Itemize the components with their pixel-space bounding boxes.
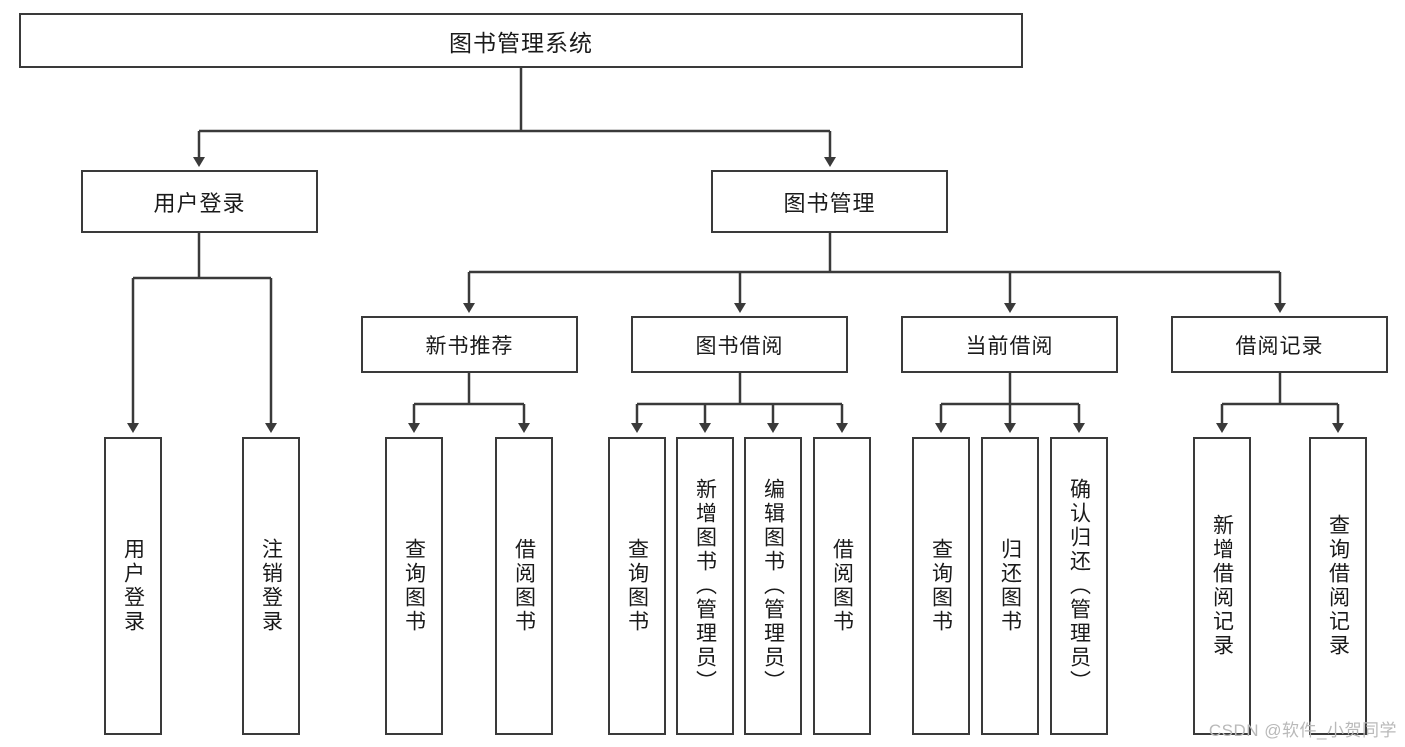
leaf-label: 借阅图书	[512, 538, 536, 634]
node-book-management-label: 图书管理	[783, 190, 876, 216]
watermark: CSDN @软件_小贺同学	[1208, 721, 1397, 740]
leaf-label: 确认归还（管理员）	[1067, 478, 1091, 694]
node-root[interactable]: 图书管理系统	[19, 13, 1023, 68]
node-new-book-recommend[interactable]: 新书推荐	[361, 316, 578, 373]
node-book-management[interactable]: 图书管理	[711, 170, 948, 233]
node-new-book-recommend-label: 新书推荐	[425, 334, 514, 358]
leaf-label: 查询借阅记录	[1326, 514, 1350, 658]
leaf-current-borrow-query[interactable]: 查询图书	[912, 437, 970, 735]
leaf-label: 新增借阅记录	[1210, 514, 1234, 658]
leaf-book-borrow-query[interactable]: 查询图书	[608, 437, 666, 735]
leaf-label: 新增图书（管理员）	[693, 478, 717, 694]
leaf-label: 用户登录	[121, 538, 145, 634]
leaf-book-borrow-add[interactable]: 新增图书（管理员）	[676, 437, 734, 735]
node-root-label: 图书管理系统	[449, 29, 593, 56]
node-borrow-record[interactable]: 借阅记录	[1171, 316, 1388, 373]
leaf-label: 编辑图书（管理员）	[761, 478, 785, 694]
leaf-book-borrow-edit[interactable]: 编辑图书（管理员）	[744, 437, 802, 735]
leaf-label: 查询图书	[625, 538, 649, 634]
node-current-borrow-label: 当前借阅	[965, 334, 1054, 358]
leaf-label: 注销登录	[259, 538, 283, 634]
leaf-book-borrow-borrow[interactable]: 借阅图书	[813, 437, 871, 735]
leaf-label: 借阅图书	[830, 538, 854, 634]
leaf-current-borrow-return[interactable]: 归还图书	[981, 437, 1039, 735]
node-user-login-label: 用户登录	[153, 190, 246, 216]
leaf-user-login-login[interactable]: 用户登录	[104, 437, 162, 735]
leaf-label: 归还图书	[998, 538, 1022, 634]
node-user-login[interactable]: 用户登录	[81, 170, 318, 233]
node-book-borrow[interactable]: 图书借阅	[631, 316, 848, 373]
node-book-borrow-label: 图书借阅	[695, 334, 784, 358]
leaf-user-login-logout[interactable]: 注销登录	[242, 437, 300, 735]
leaf-borrow-record-add[interactable]: 新增借阅记录	[1193, 437, 1251, 735]
leaf-label: 查询图书	[402, 538, 426, 634]
leaf-borrow-record-query[interactable]: 查询借阅记录	[1309, 437, 1367, 735]
node-current-borrow[interactable]: 当前借阅	[901, 316, 1118, 373]
leaf-new-book-borrow[interactable]: 借阅图书	[495, 437, 553, 735]
leaf-label: 查询图书	[929, 538, 953, 634]
node-borrow-record-label: 借阅记录	[1235, 334, 1324, 358]
leaf-new-book-query[interactable]: 查询图书	[385, 437, 443, 735]
leaf-current-borrow-confirm[interactable]: 确认归还（管理员）	[1050, 437, 1108, 735]
